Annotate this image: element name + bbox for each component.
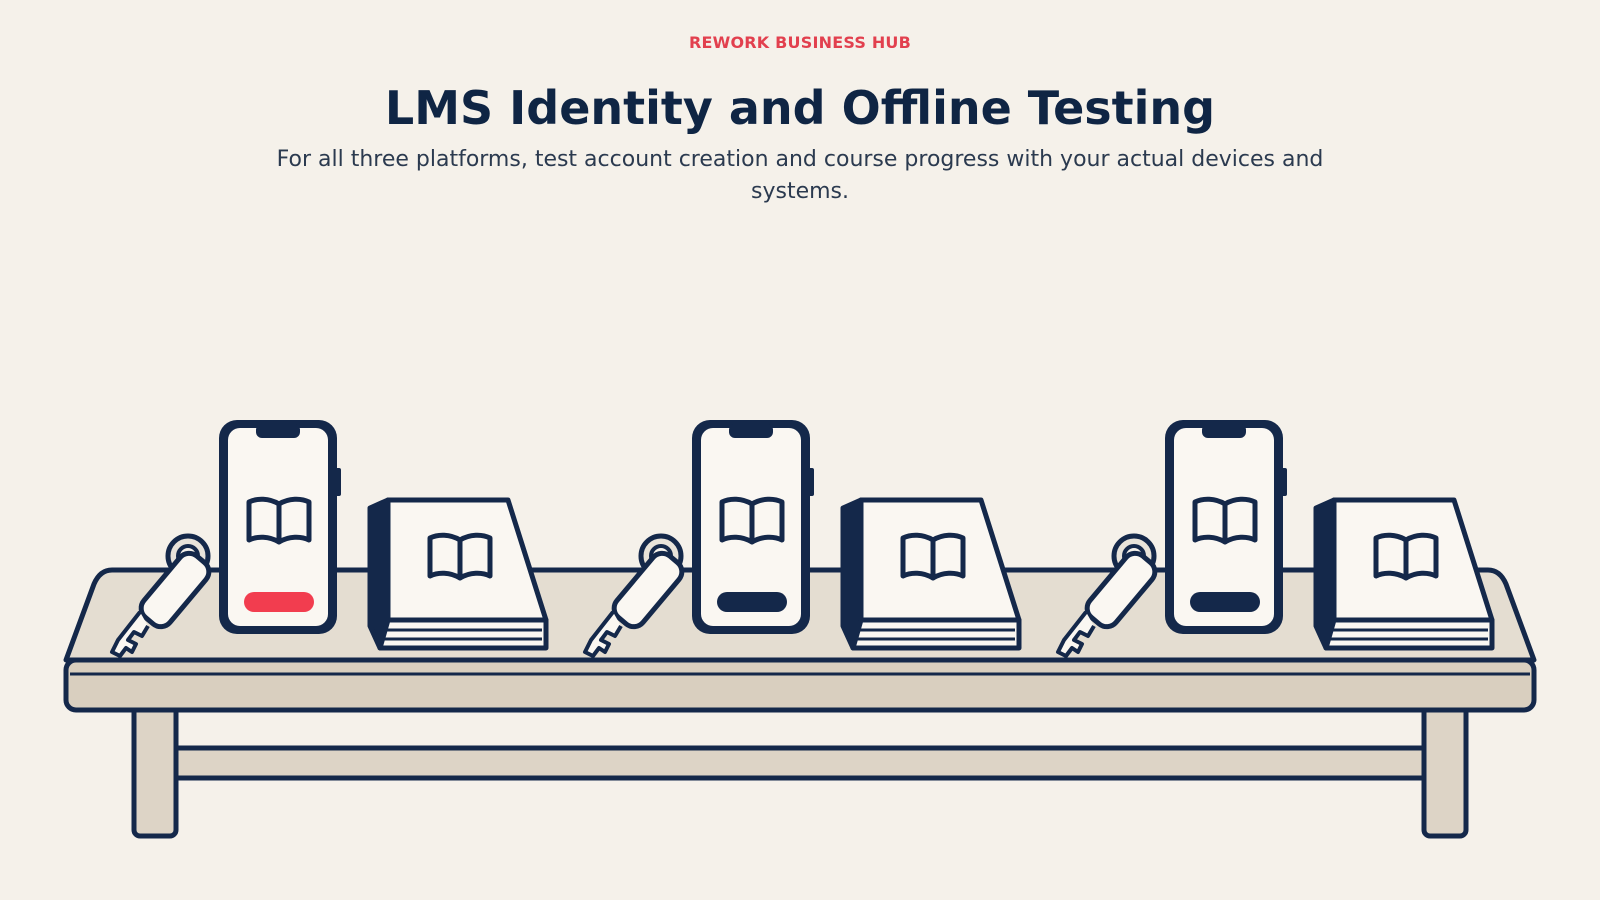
key-icon	[110, 533, 212, 658]
phone-progress-bar	[244, 592, 314, 612]
brand-label: REWORK BUSINESS HUB	[688, 33, 912, 52]
phone-icon	[692, 420, 814, 634]
book-icon	[367, 497, 549, 651]
phone-progress-bar	[717, 592, 787, 612]
key-icon	[1056, 533, 1158, 658]
phone-icon	[1165, 420, 1287, 634]
phone-progress-bar	[1190, 592, 1260, 612]
station-3	[1056, 420, 1495, 658]
phone-icon	[219, 420, 341, 634]
book-icon	[1313, 497, 1495, 651]
page-title: LMS Identity and Offline Testing	[384, 81, 1216, 135]
book-icon	[840, 497, 1022, 651]
station-1	[110, 420, 549, 658]
key-icon	[583, 533, 685, 658]
page-subtitle: For all three platforms, test account cr…	[276, 147, 1324, 204]
station-2	[583, 420, 1022, 658]
